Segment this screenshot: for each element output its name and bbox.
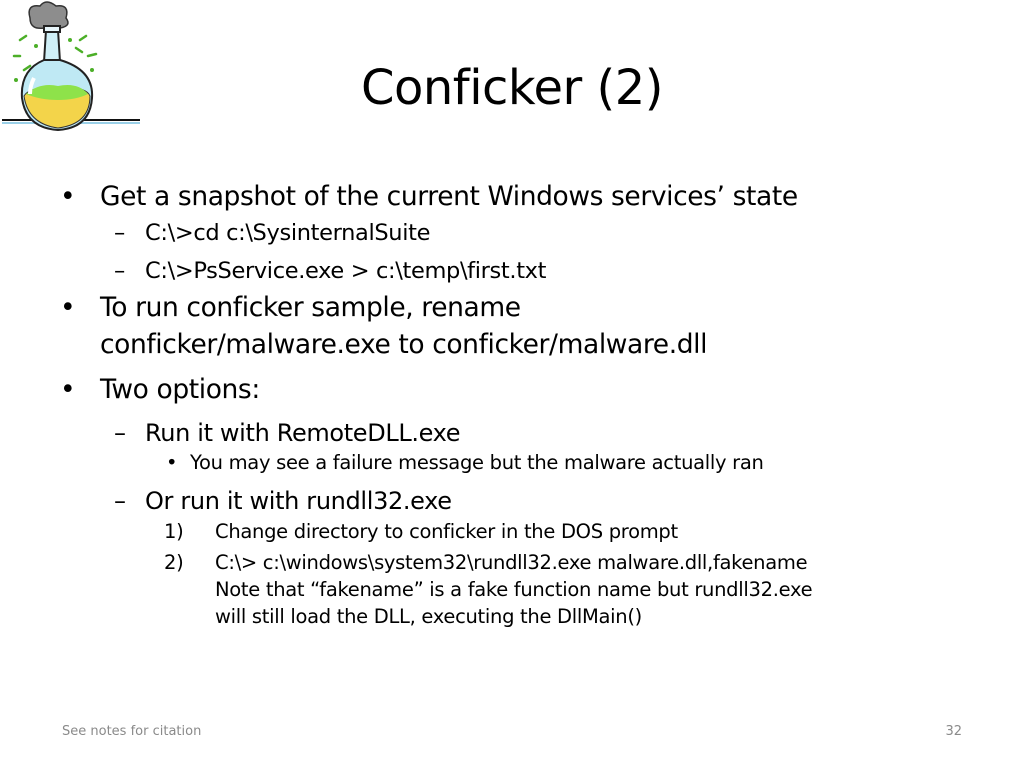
sub-bullet-psservice-command: – C:\>PsService.exe > c:\temp\first.txt xyxy=(56,256,976,286)
sub-bullet-remotedll: – Run it with RemoteDLL.exe xyxy=(56,416,976,450)
bullet-text: Run it with RemoteDLL.exe xyxy=(145,419,461,447)
sub-bullet-rundll32: – Or run it with rundll32.exe xyxy=(56,484,976,518)
bullet-text-line-2: Note that “fakename” is a fake function … xyxy=(215,578,813,601)
dash-marker: – xyxy=(114,419,126,447)
bullet-snapshot: • Get a snapshot of the current Windows … xyxy=(56,178,976,215)
bullet-marker: • xyxy=(60,292,76,323)
bullet-text: Two options: xyxy=(100,374,260,405)
numbered-item-1: 1) Change directory to conficker in the … xyxy=(56,518,976,546)
sub-bullet-cd-command: – C:\>cd c:\SysinternalSuite xyxy=(56,218,976,248)
bullet-text: Or run it with rundll32.exe xyxy=(145,487,452,515)
bullet-marker: • xyxy=(166,451,178,474)
bullet-text-line-1: To run conficker sample, rename xyxy=(100,292,521,323)
slide-title: Conficker (2) xyxy=(360,60,664,116)
bullet-text-line-2: conficker/malware.exe to conficker/malwa… xyxy=(100,329,708,360)
sub-sub-bullet-failure-message: • You may see a failure message but the … xyxy=(56,450,976,476)
bullet-text: You may see a failure message but the ma… xyxy=(190,451,764,474)
dash-marker: – xyxy=(114,258,125,284)
bullet-text: C:\>PsService.exe > c:\temp\first.txt xyxy=(145,258,547,284)
bullet-rename-sample: • To run conficker sample, rename confic… xyxy=(56,289,976,363)
slide-number: 32 xyxy=(945,724,962,739)
bullet-text: Change directory to conficker in the DOS… xyxy=(215,520,678,543)
bullet-text: Get a snapshot of the current Windows se… xyxy=(100,181,798,212)
dash-marker: – xyxy=(114,487,126,515)
bullet-marker: • xyxy=(60,374,76,405)
footer-citation: See notes for citation xyxy=(62,724,202,739)
numbered-item-2: 2) C:\> c:\windows\system32\rundll32.exe… xyxy=(56,549,976,630)
bullet-text: C:\>cd c:\SysinternalSuite xyxy=(145,220,431,246)
dash-marker: – xyxy=(114,220,125,246)
bullet-text-line-1: C:\> c:\windows\system32\rundll32.exe ma… xyxy=(215,551,808,574)
bullet-text-line-3: will still load the DLL, executing the D… xyxy=(215,605,642,628)
slide-body: • Get a snapshot of the current Windows … xyxy=(56,178,976,630)
bullet-marker: • xyxy=(60,181,76,212)
chemistry-flask-clipart xyxy=(2,1,140,132)
number-marker: 2) xyxy=(164,551,184,574)
bullet-two-options: • Two options: xyxy=(56,371,976,408)
number-marker: 1) xyxy=(164,520,184,543)
